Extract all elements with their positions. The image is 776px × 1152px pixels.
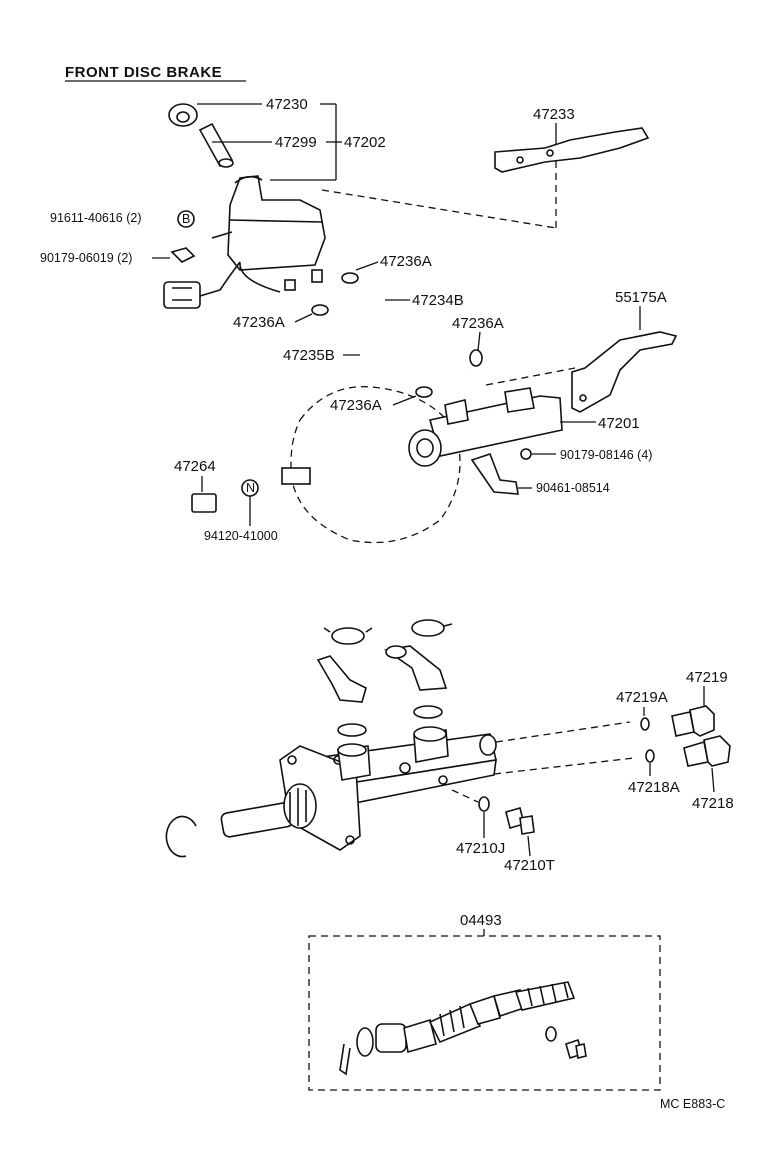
marker-n-label: N [246,481,255,495]
repair-kit-bolt-part [565,1038,587,1060]
callout-47202: 47202 [344,134,386,151]
callout-55175a: 55175A [615,289,667,306]
callout-47219: 47219 [686,669,728,686]
bracket-47233-part [494,127,650,173]
inlet-union-part [316,645,448,703]
nut-08146-part [520,448,532,460]
reservoir-cap-part [168,103,198,127]
master-cylinder-body-part [279,726,497,851]
snap-ring-part [165,815,197,858]
callout-47235b: 47235B [283,347,335,364]
brake-booster-outline [281,386,461,544]
callout-90179-08146: 90179-08146 (4) [560,448,652,462]
union-bolt-47218-part [683,735,731,767]
callout-47299: 47299 [275,134,317,151]
hose-47234b-part [347,279,469,371]
callout-47210j: 47210J [456,840,505,857]
grommet-part [337,705,443,737]
callout-47218: 47218 [692,795,734,812]
callout-47210t: 47210T [504,857,555,874]
repair-kit-gasket-part [545,1026,557,1042]
callout-47234b: 47234B [412,292,464,309]
master-cylinder-top-part [408,387,563,467]
callout-94120-41000: 94120-41000 [204,529,278,543]
callout-90461-08514: 90461-08514 [536,481,610,495]
bolt-47210t-part [505,807,535,835]
callout-47230: 47230 [266,96,308,113]
gasket-47219a-part [640,717,650,731]
marker-b-label: B [182,212,190,226]
callout-47236a-2: 47236A [233,314,285,331]
bracket-55175a-part [571,331,678,413]
callout-47264: 47264 [174,458,216,475]
marker-b-icon [177,210,195,228]
union-bolt-47219-part [671,705,715,737]
callout-47236a-1: 47236A [380,253,432,270]
gasket-47210j-part [478,796,490,812]
callout-47236a-4: 47236A [330,397,382,414]
push-rod-part [220,783,317,838]
nut-part [170,247,196,263]
callout-47218a: 47218A [628,779,680,796]
gasket-47218a-part [645,749,655,763]
callout-47236a-3: 47236A [452,315,504,332]
level-sensor-connector-part [163,281,201,309]
diagram-code: MC E883-C [660,1097,725,1111]
callout-47201: 47201 [598,415,640,432]
pad-47264-part [191,493,217,513]
clip-08514-part [470,452,519,495]
hose-clamp-part [311,272,483,398]
callout-47219a: 47219A [616,689,668,706]
repair-kit-pin-part [339,1043,351,1076]
strainer-part [198,122,234,168]
callout-04493: 04493 [460,912,502,929]
hose-47235b-part [319,309,441,409]
repair-kit-piston-part [356,981,576,1057]
diagram-title: FRONT DISC BRAKE [65,64,222,81]
inlet-clamp-part [323,619,453,645]
callout-90179-06019: 90179-06019 (2) [40,251,132,265]
reservoir-tank-part [199,175,326,297]
callout-91611-40616: 91611-40616 (2) [50,211,142,225]
callout-47233: 47233 [533,106,575,123]
